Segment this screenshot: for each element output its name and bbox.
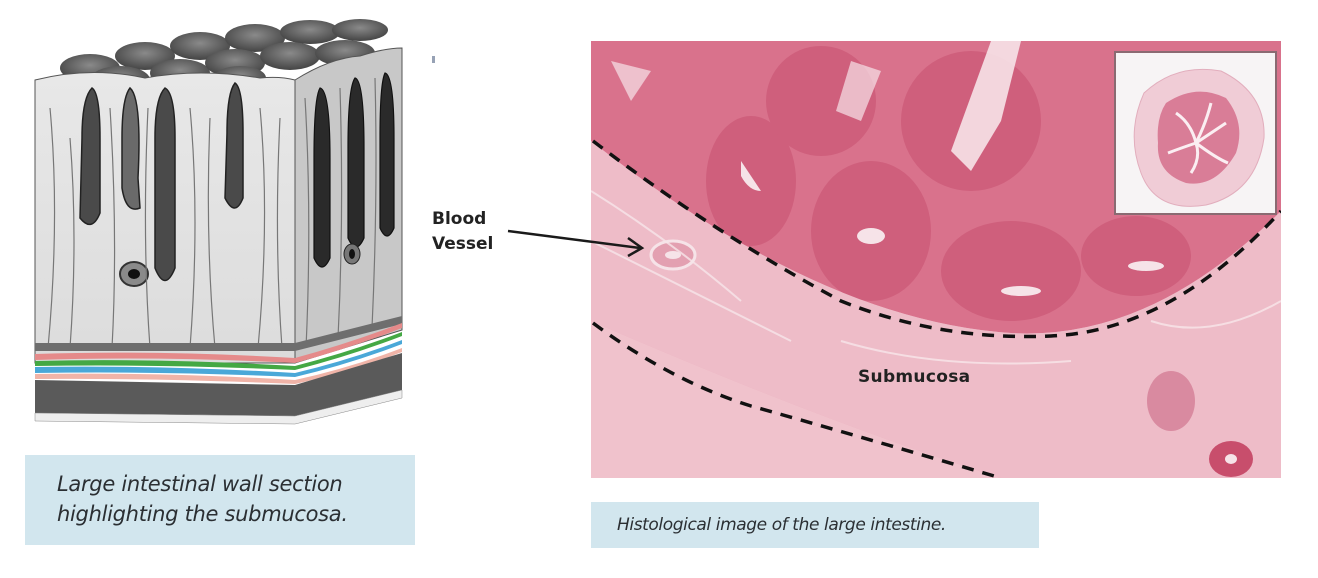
blood-vessel-label-line-1: Blood [432,209,487,229]
low-magnification-inset [1114,51,1277,215]
left-caption-line-1: Large intestinal wall section [57,472,343,496]
stray-mark [432,56,435,63]
intestinal-wall-diagram [30,18,410,426]
left-figure-caption: Large intestinal wall section highlighti… [25,455,415,545]
blood-vessel-label: Blood Vessel [432,207,493,257]
right-figure-caption: Histological image of the large intestin… [591,502,1039,548]
blood-vessel-label-line-2: Vessel [432,234,494,254]
submucosa-label: Submucosa [858,367,971,387]
left-caption-line-2: highlighting the submucosa. [57,502,348,526]
